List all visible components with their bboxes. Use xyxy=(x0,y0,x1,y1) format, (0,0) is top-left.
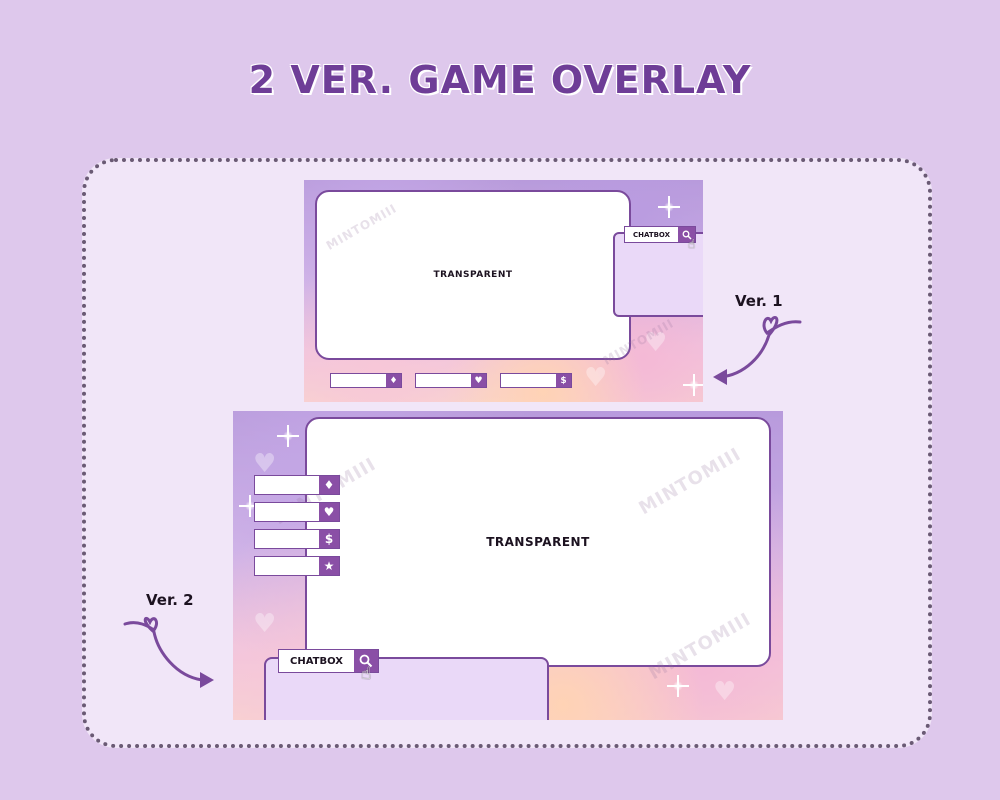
stat-bar-heart: ♥ xyxy=(415,373,487,388)
chat-panel xyxy=(613,232,703,317)
chatbox-tab[interactable]: CHATBOX xyxy=(278,649,379,673)
overlay-ver-1: ♥ ♥ ♥ TRANSPARENT MINTOMIII MINTOMIII CH… xyxy=(304,180,703,402)
dollar-icon: $ xyxy=(319,530,339,548)
heart-decoration-icon: ♥ xyxy=(253,609,277,639)
chatbox-label: CHATBOX xyxy=(290,655,343,667)
stat-bar-heart: ♥ xyxy=(254,502,340,522)
hand-cursor-icon: ☝ xyxy=(688,237,696,251)
hand-cursor-icon: ☝ xyxy=(361,664,372,684)
game-window: TRANSPARENT xyxy=(315,190,631,360)
sparkle-icon xyxy=(658,196,680,218)
curved-arrow-icon xyxy=(123,616,214,688)
overlay-ver-2: ♥ ♥ ♥ TRANSPARENT MINTOMIII MINTOMIII MI… xyxy=(233,411,783,720)
version-2-label: Ver. 2 xyxy=(146,591,194,609)
star-icon: ★ xyxy=(319,557,339,575)
heart-decoration-icon: ♥ xyxy=(713,677,737,707)
stat-bar-diamond: ♦ xyxy=(254,475,340,495)
stat-bar-diamond: ♦ xyxy=(330,373,402,388)
heart-decoration-icon: ♥ xyxy=(584,363,608,393)
game-window-label: TRANSPARENT xyxy=(433,270,513,280)
diamond-icon: ♦ xyxy=(386,374,401,387)
search-icon[interactable] xyxy=(354,650,378,672)
page-title: 2 VER. GAME OVERLAY xyxy=(248,58,752,102)
stat-bar-dollar: $ xyxy=(500,373,572,388)
chatbox-tab[interactable]: CHATBOX xyxy=(624,226,696,243)
heart-decoration-icon: ♥ xyxy=(253,449,277,479)
chatbox-label: CHATBOX xyxy=(632,230,671,239)
curved-arrow-icon xyxy=(713,316,802,385)
sparkle-icon xyxy=(277,425,299,447)
game-window-label: TRANSPARENT xyxy=(486,535,590,549)
stat-bar-star: ★ xyxy=(254,556,340,576)
diamond-icon: ♦ xyxy=(319,476,339,494)
sparkle-icon xyxy=(667,675,689,697)
heart-icon: ♥ xyxy=(319,503,339,521)
heart-decoration-icon: ♥ xyxy=(644,328,668,358)
version-1-label: Ver. 1 xyxy=(735,292,783,310)
game-window: TRANSPARENT xyxy=(305,417,771,667)
dollar-icon: $ xyxy=(556,374,571,387)
stat-bar-dollar: $ xyxy=(254,529,340,549)
sparkle-icon xyxy=(683,374,703,396)
search-icon[interactable] xyxy=(678,227,695,242)
heart-icon: ♥ xyxy=(471,374,486,387)
sparkle-icon xyxy=(239,495,261,517)
